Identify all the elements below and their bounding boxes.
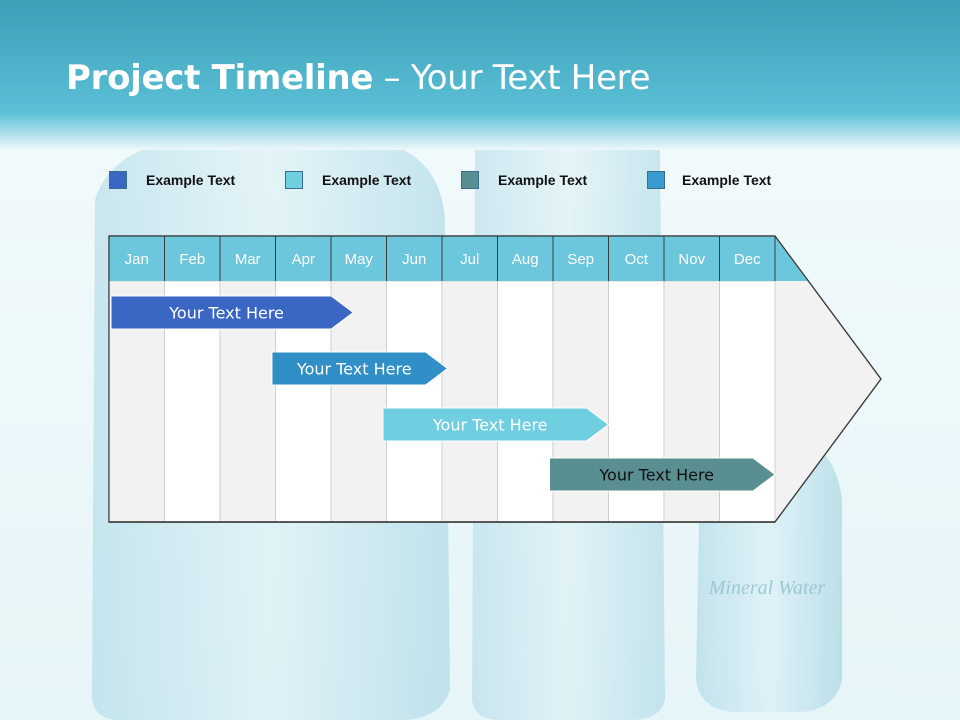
month-label-dec: Dec: [734, 251, 761, 268]
month-label-oct: Oct: [625, 251, 649, 268]
month-label-nov: Nov: [678, 251, 705, 268]
title-band: [0, 0, 960, 150]
legend-label-2: Example Text: [322, 172, 412, 188]
month-column-jul: [441, 280, 498, 523]
month-label-jul: Jul: [460, 251, 479, 268]
month-label-mar: Mar: [235, 251, 261, 268]
legend-swatch-2: [285, 171, 303, 189]
month-label-jun: Jun: [402, 251, 426, 268]
task-label-1: Your Text Here: [168, 304, 284, 323]
month-label-feb: Feb: [179, 251, 205, 268]
month-label-sep: Sep: [567, 251, 594, 268]
task-arrow-4: [548, 457, 776, 492]
task-label-4: Your Text Here: [598, 466, 714, 485]
legend-swatch-4: [647, 171, 665, 189]
legend-swatch-1: [109, 171, 127, 189]
task-arrow-3: [382, 407, 610, 442]
legend-swatch-3: [461, 171, 479, 189]
month-column-jun: [386, 280, 443, 523]
title-rest: – Your Text Here: [373, 58, 651, 98]
task-label-2: Your Text Here: [296, 360, 412, 379]
month-label-aug: Aug: [512, 251, 539, 268]
task-arrow-2: [271, 351, 449, 386]
task-label-3: Your Text Here: [432, 416, 548, 435]
legend-label-1: Example Text: [146, 172, 236, 188]
month-label-may: May: [345, 251, 374, 268]
legend-label-3: Example Text: [498, 172, 588, 188]
task-arrow-1: [110, 295, 355, 330]
title-bold: Project Timeline: [66, 58, 374, 98]
bottle-label: Mineral Water: [708, 577, 826, 599]
month-label-apr: Apr: [292, 251, 315, 268]
legend-label-4: Example Text: [682, 172, 772, 188]
month-header-band: [109, 236, 809, 281]
slide-title: Project Timeline – Your Text Here: [66, 58, 651, 98]
month-label-jan: Jan: [125, 251, 149, 268]
month-column-aug: [497, 280, 554, 523]
